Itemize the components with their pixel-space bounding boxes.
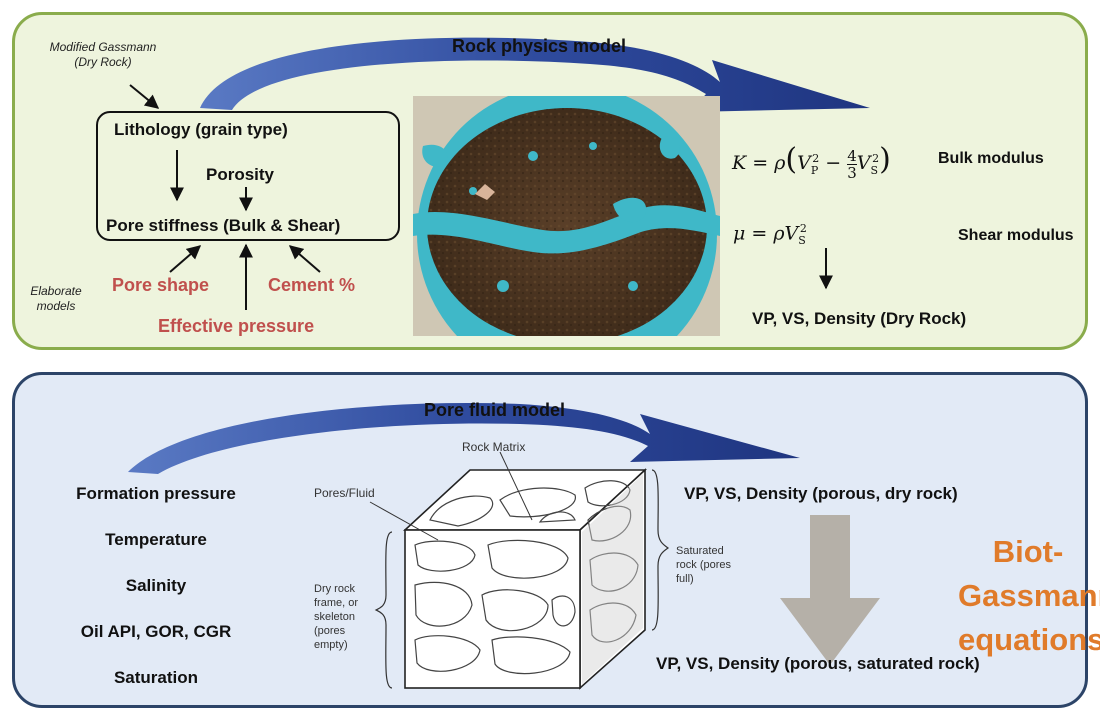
dry-frame-line2: frame, or [314, 597, 359, 609]
input-formation-pressure: Formation pressure [76, 484, 236, 503]
shear-modulus-label: Shear modulus [958, 227, 1074, 244]
saturated-rock-label: Saturated rock (pores full) [676, 544, 731, 586]
input-temperature: Temperature [105, 530, 207, 549]
elaborate-models-line1: Elaborate [30, 284, 82, 298]
dry-rock-output-label: VP, VS, Density (Dry Rock) [752, 309, 967, 328]
biot-gassmann-label: Biot- Gassmann equations [958, 530, 1100, 662]
bulk-modulus-label: Bulk modulus [938, 150, 1044, 167]
modified-gassmann-label: Modified Gassmann (Dry Rock) [48, 40, 158, 70]
lithology-box [96, 111, 400, 241]
input-oil-api: Oil API, GOR, CGR [80, 622, 232, 641]
rock-matrix-label: Rock Matrix [462, 440, 526, 454]
saturated-line1: Saturated [676, 545, 724, 557]
shear-modulus-equation: μ = ρVS2 [733, 222, 807, 248]
thin-section-photo [413, 96, 720, 336]
input-saturation: Saturation [113, 668, 199, 687]
rock-physics-title: Rock physics model [452, 36, 627, 56]
dry-frame-line1: Dry rock [314, 583, 355, 595]
saturated-line3: full) [676, 573, 694, 585]
dry-frame-line4: (pores [314, 625, 346, 637]
modified-gassmann-line2: (Dry Rock) [74, 55, 132, 69]
porosity-label: Porosity [206, 165, 275, 184]
elaborate-models-label: Elaborate models [16, 284, 96, 314]
biot-line1: Biot- [992, 534, 1064, 569]
fluid-inputs-list: Formation pressure Temperature Salinity … [36, 484, 276, 714]
lithology-label: Lithology (grain type) [114, 120, 288, 139]
elaborate-models-line2: models [36, 299, 76, 313]
porous-dry-label: VP, VS, Density (porous, dry rock) [684, 484, 958, 503]
pores-fluid-label: Pores/Fluid [314, 486, 375, 500]
effective-pressure-label: Effective pressure [158, 316, 315, 336]
saturated-line2: rock (pores [676, 559, 732, 571]
modified-gassmann-line1: Modified Gassmann [49, 40, 157, 54]
dry-frame-label: Dry rock frame, or skeleton (pores empty… [314, 582, 358, 652]
dry-frame-line3: skeleton [314, 611, 355, 623]
biot-line3: equations [958, 622, 1100, 657]
cement-label: Cement % [268, 275, 356, 295]
pore-shape-label: Pore shape [112, 275, 210, 295]
porous-saturated-label: VP, VS, Density (porous, saturated rock) [656, 654, 980, 673]
cube-front-face [404, 529, 581, 689]
dry-frame-line5: empty) [314, 639, 348, 651]
pore-fluid-title: Pore fluid model [424, 400, 566, 420]
pore-stiffness-label: Pore stiffness (Bulk & Shear) [106, 216, 341, 235]
input-salinity: Salinity [125, 576, 187, 595]
thin-section-image [413, 96, 720, 336]
biot-line2: Gassmann [958, 578, 1100, 613]
